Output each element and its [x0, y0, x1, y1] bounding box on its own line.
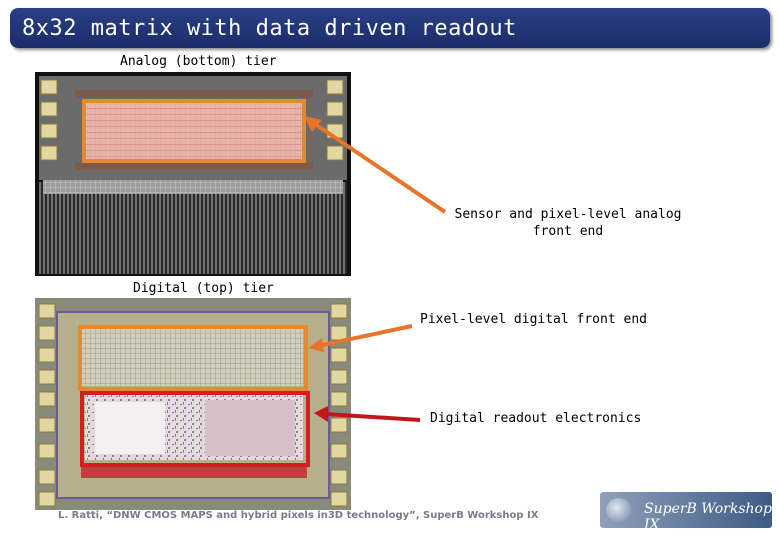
- slide-title: 8x32 matrix with data driven readout: [22, 16, 517, 41]
- digital-tier-chip-image: [35, 298, 351, 510]
- superb-globe-icon: [606, 498, 632, 522]
- superb-workshop-logo: SuperB Workshop IX: [600, 492, 772, 533]
- analog-tier-label: Analog (bottom) tier: [120, 54, 277, 69]
- pixel-digital-arrow: [308, 324, 413, 352]
- analog-tier-chip-image: [35, 72, 351, 276]
- pixel-digital-callout: Pixel-level digital front end: [420, 312, 647, 327]
- slide-title-bar: 8x32 matrix with data driven readout: [10, 8, 770, 48]
- slide-footer: L. Ratti, “DNW CMOS MAPS and hybrid pixe…: [58, 510, 539, 521]
- digital-tier-label: Digital (top) tier: [133, 281, 274, 296]
- logo-text: SuperB Workshop IX: [644, 501, 772, 533]
- sensor-analog-callout: Sensor and pixel-level analog front end: [454, 207, 682, 239]
- digital-readout-arrow: [314, 406, 421, 422]
- sensor-analog-arrow: [304, 116, 447, 214]
- digital-readout-callout: Digital readout electronics: [430, 411, 642, 426]
